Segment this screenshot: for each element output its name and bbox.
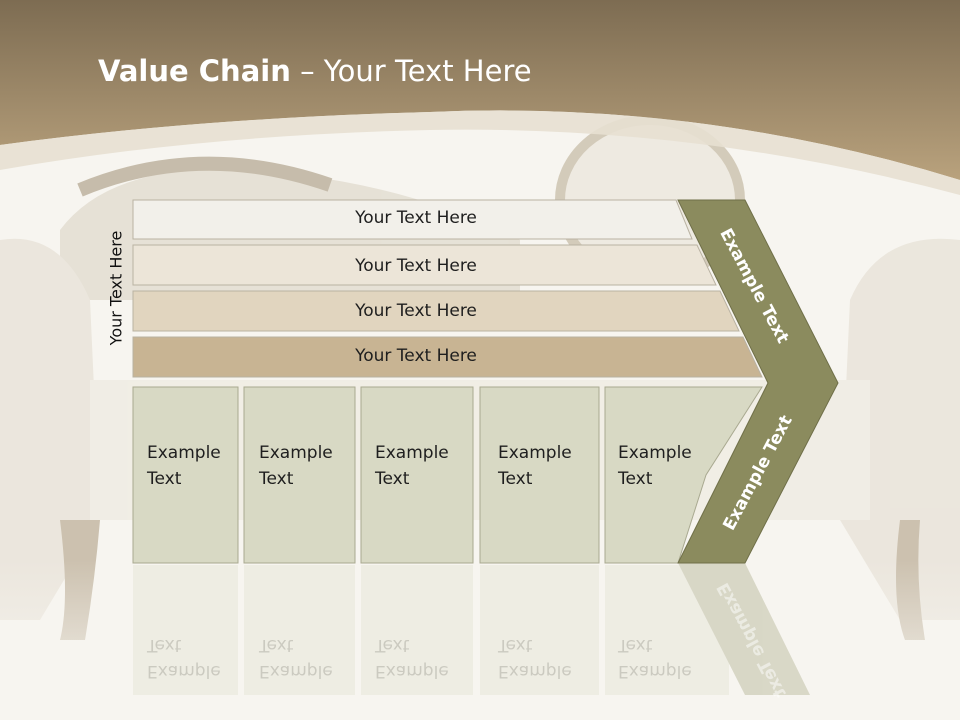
box-2 <box>243 386 356 564</box>
row-3-label: Your Text Here <box>355 301 477 321</box>
reflection <box>133 563 810 695</box>
slide-title: Value Chain – Your Text Here <box>98 54 532 88</box>
header-swoosh <box>0 110 960 195</box>
row-2-label: Your Text Here <box>355 256 477 276</box>
row-3-bar <box>132 290 740 332</box>
box-3 <box>360 386 474 564</box>
side-label: Your Text Here <box>106 230 126 346</box>
header-band <box>0 0 960 180</box>
row-4-bar <box>132 336 763 378</box>
chevron-arrow <box>677 199 839 564</box>
box-4 <box>479 386 600 564</box>
row-1-bar <box>132 199 693 240</box>
row-2-bar <box>132 244 717 286</box>
box-5 <box>604 386 763 564</box>
row-1-label: Your Text Here <box>355 208 477 228</box>
row-4-label: Your Text Here <box>355 346 477 366</box>
box-1 <box>132 386 239 564</box>
